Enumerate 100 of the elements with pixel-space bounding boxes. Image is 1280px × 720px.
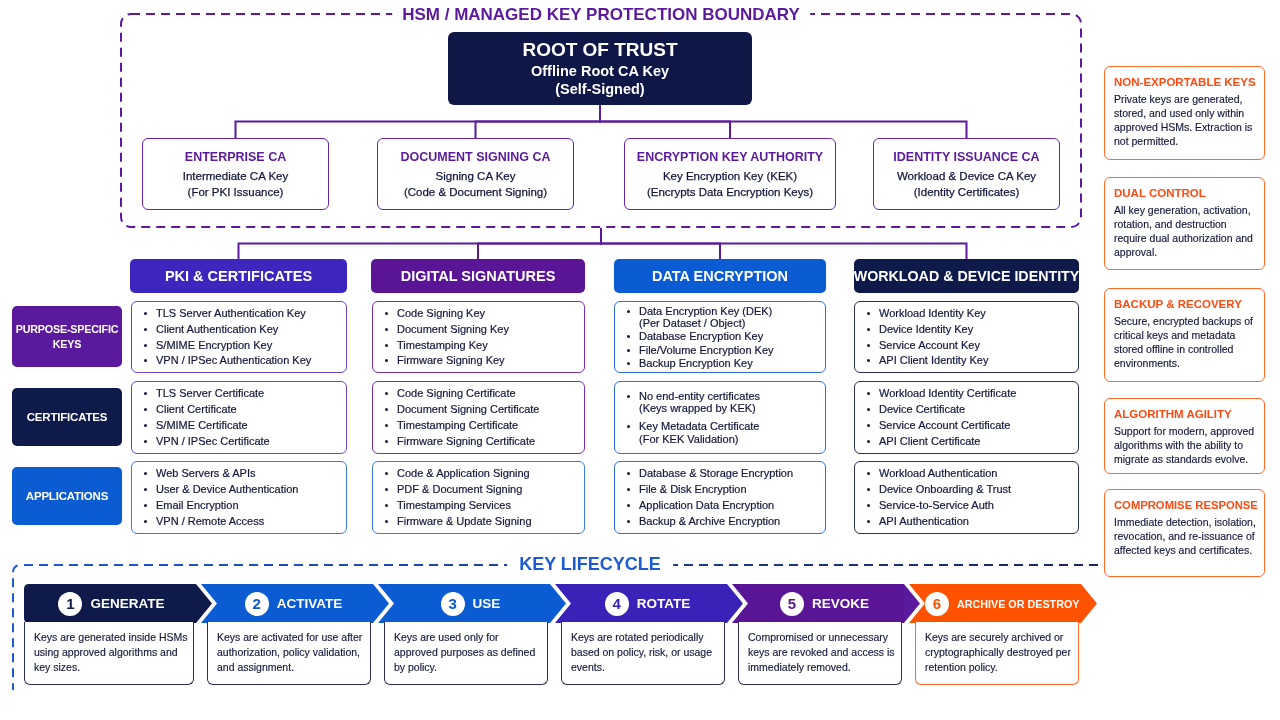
ca-description: Workload & Device CA Key (Identity Certificates) [896, 168, 1037, 200]
list-item: Database & Storage Encryption [625, 467, 821, 480]
root-key-box [448, 32, 752, 105]
step-description: Compromised or unnecessary keys are revoked and access is immediately removed. [738, 622, 902, 685]
category-header: DATA ENCRYPTION [614, 259, 826, 293]
category-header: DIGITAL SIGNATURES [371, 259, 585, 293]
key-list-card [614, 301, 826, 373]
step-description: Keys are rotated periodically based on policy, risk, or usage events. [561, 622, 725, 685]
note-card [1104, 288, 1265, 382]
key-list-card [372, 461, 585, 534]
chevron-arrow [550, 584, 566, 623]
list-item: Email Encryption [142, 499, 342, 512]
list-item: Device Certificate [865, 403, 1074, 416]
row-label: CERTIFICATES [12, 388, 122, 446]
lifecycle-step [201, 584, 373, 685]
protection-boundary [120, 5, 1082, 228]
list-item: File & Disk Encryption [625, 483, 821, 496]
key-list-card [372, 381, 585, 454]
list-item: TLS Server Certificate [142, 387, 342, 400]
list-item: VPN / IPSec Certificate [142, 435, 342, 448]
connector-line [600, 227, 968, 260]
step-title: USE [472, 596, 501, 611]
step-title: REVOKE [812, 596, 869, 611]
lifecycle-step [732, 584, 904, 685]
list-item: PDF & Document Signing [383, 483, 580, 496]
ca-box [873, 138, 1060, 210]
list-item: Key Metadata Certificate (For KEK Validation) [625, 420, 821, 446]
list-item: VPN / Remote Access [142, 515, 342, 528]
note-card [1104, 489, 1265, 577]
list-item: API Client Identity Key [865, 354, 1074, 367]
key-list-card [614, 381, 826, 454]
ca-title: IDENTITY ISSUANCE CA [893, 148, 1040, 165]
key-list-card [131, 381, 347, 454]
list-item: Code & Application Signing [383, 467, 580, 480]
note-card [1104, 177, 1265, 270]
step-title: ACTIVATE [276, 596, 343, 611]
lifecycle-step [555, 584, 727, 685]
list-item: Timestamping Key [383, 338, 580, 352]
list-item: Web Servers & APIs [142, 467, 342, 480]
ca-title: ENCRYPTION KEY AUTHORITY [636, 148, 824, 165]
list-item: Workload Authentication [865, 467, 1074, 480]
box-title: ROOT OF TRUST [522, 39, 678, 61]
note-card [1104, 398, 1265, 474]
list-item: Firmware & Update Signing [383, 515, 580, 528]
list-item: Client Certificate [142, 403, 342, 416]
step-title: ROTATE [636, 596, 691, 611]
key-list-card [131, 301, 347, 373]
note-text: Immediate detection, isolation, revocation, and re-issuance of affected keys and certificates. [1114, 515, 1257, 557]
list-item: Workload Identity Key [865, 307, 1074, 320]
note-text: Secure, encrypted backups of critical keys and metadata stored offline in controlled environments. [1114, 314, 1254, 370]
list-item: Timestamping Services [383, 499, 580, 512]
key-list-card [614, 461, 826, 534]
list-item: Firmware Signing Certificate [383, 435, 580, 448]
list-item: Device Onboarding & Trust [865, 483, 1074, 496]
list-item: API Client Certificate [865, 435, 1074, 448]
list-item: S/MIME Certificate [142, 419, 342, 432]
key-list-card [372, 301, 585, 373]
category-header: PKI & CERTIFICATES [130, 259, 347, 293]
note-title: COMPROMISE RESPONSE [1114, 498, 1258, 512]
list-item: Application Data Encryption [625, 499, 821, 512]
note-text: Private keys are generated, stored, and used only within approved HSMs. Extraction is not permitted. [1114, 92, 1254, 148]
note-title: DUAL CONTROL [1114, 186, 1207, 200]
list-item: API Authentication [865, 515, 1074, 528]
list-item: Code Signing Certificate [383, 387, 580, 400]
list-item: User & Device Authentication [142, 483, 342, 496]
ca-title: DOCUMENT SIGNING CA [400, 148, 551, 165]
list-item: Backup Encryption Key [625, 356, 821, 370]
list-item: Code Signing Key [383, 307, 580, 320]
row-label: APPLICATIONS [12, 467, 122, 525]
list-item: Firmware Signing Key [383, 354, 580, 367]
ca-box [377, 138, 574, 210]
note-title: NON-EXPORTABLE KEYS [1114, 75, 1257, 89]
note-text: Support for modern, approved algorithms with the ability to migrate as standards evolve. [1114, 424, 1256, 466]
step-title: ARCHIVE OR DESTROY [957, 597, 1078, 610]
list-item: Database Encryption Key [625, 330, 821, 343]
step-description: Keys are generated inside HSMs using approved algorithms and key sizes. [24, 622, 194, 685]
list-item: Data Encryption Key (DEK) (Per Dataset / Object) [625, 304, 821, 330]
ca-description: Signing CA Key (Code & Document Signing) [403, 168, 548, 200]
list-item: Service-to-Service Auth [865, 499, 1074, 512]
note-text: All key generation, activation, rotation, and destruction require dual authorization and approval. [1114, 203, 1254, 259]
step-description: Keys are used only for approved purposes as defined by policy. [384, 622, 548, 685]
chevron-arrow [373, 584, 389, 623]
note-title: ALGORITHM AGILITY [1114, 407, 1233, 421]
list-item: Service Account Key [865, 338, 1074, 352]
chevron-arrow [196, 584, 212, 623]
list-item: Document Signing Key [383, 322, 580, 336]
lifecycle-step [378, 584, 550, 685]
note-card [1104, 66, 1265, 160]
list-item: Backup & Archive Encryption [625, 515, 821, 528]
ca-description: Key Encryption Key (KEK) (Encrypts Data Encryption Keys) [646, 168, 814, 200]
row-label: PURPOSE-SPECIFIC KEYS [12, 306, 122, 367]
list-item: File/Volume Encryption Key [625, 343, 821, 357]
list-item: Document Signing Certificate [383, 403, 580, 416]
lifecycle-step [909, 584, 1097, 685]
key-list-card [854, 381, 1079, 454]
chevron-arrow [727, 584, 743, 623]
step-description: Keys are activated for use after authorization, policy validation, and assignment. [207, 622, 371, 685]
list-item: Device Identity Key [865, 322, 1074, 336]
list-item: Timestamping Certificate [383, 419, 580, 432]
key-list-card [854, 461, 1079, 534]
